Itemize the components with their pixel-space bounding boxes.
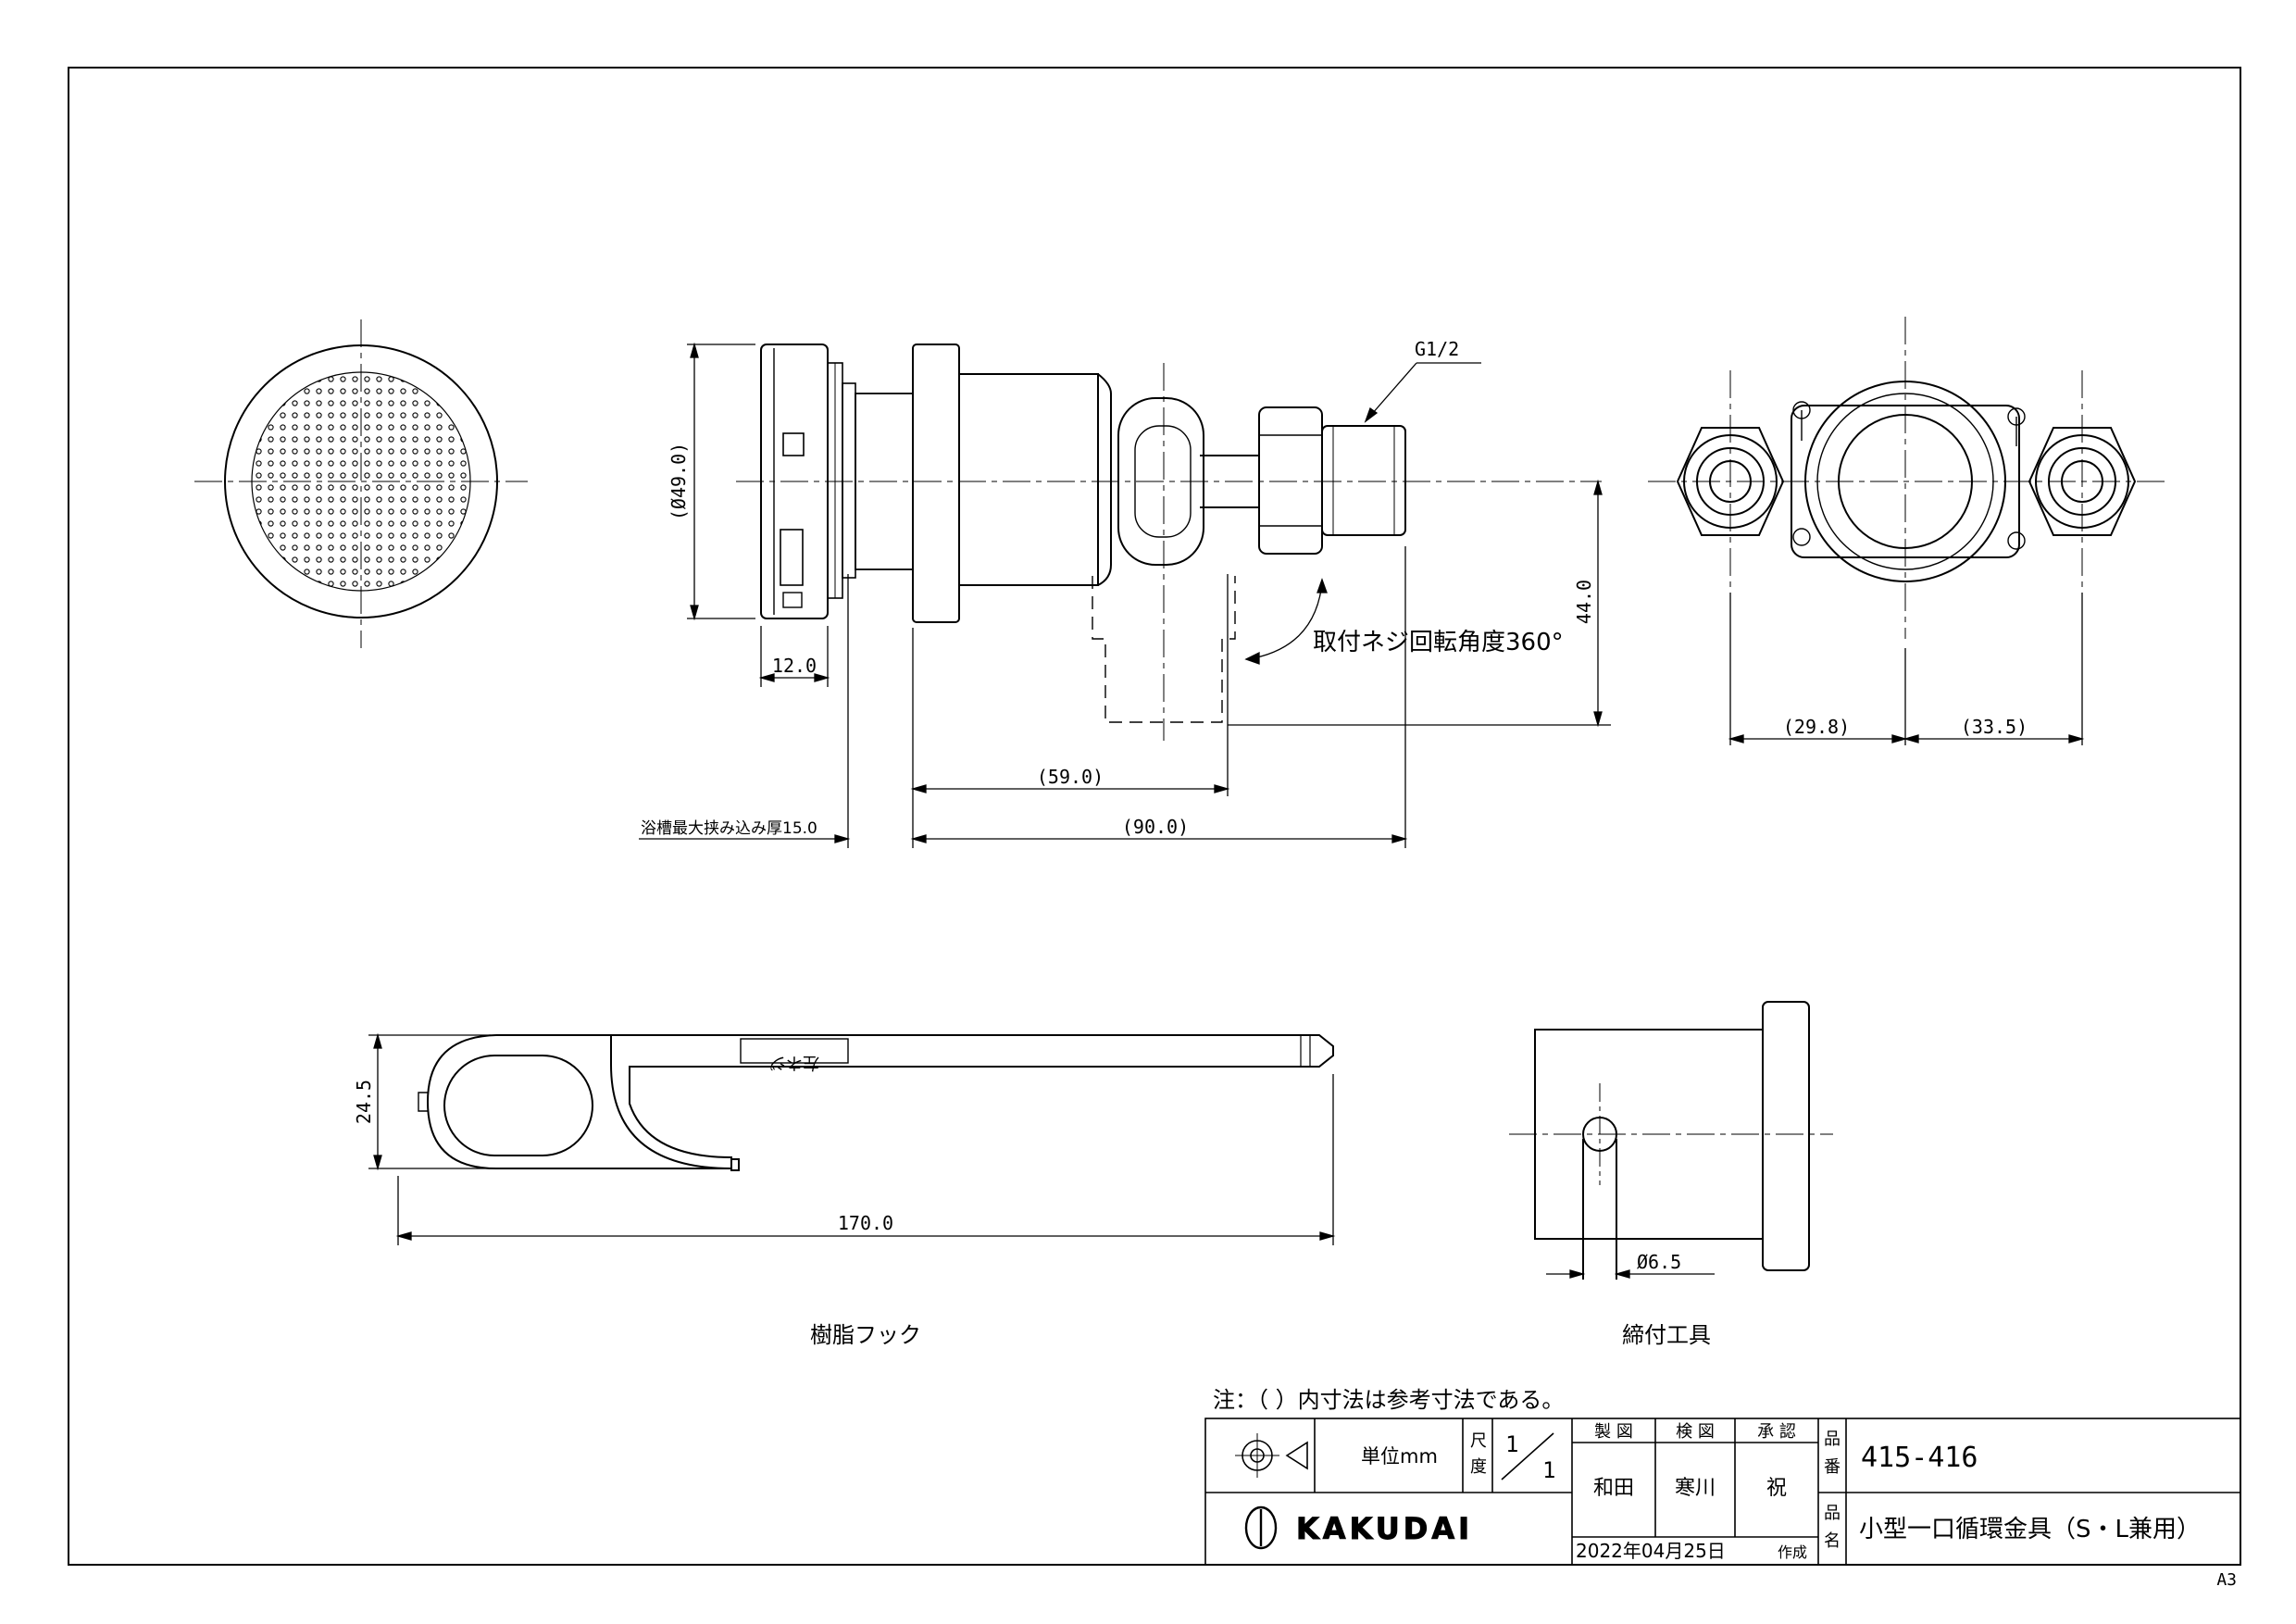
scale-denominator: 1	[1542, 1457, 1555, 1483]
made-by: 和田	[1593, 1477, 1634, 1500]
created-label: 作成	[1778, 1543, 1807, 1561]
part-name: 小型一口循環金具（S・L兼用）	[1859, 1516, 2201, 1543]
part-name-label-2: 名	[1824, 1531, 1841, 1551]
sheet-size: A3	[2216, 1570, 2237, 1590]
dim-rotation-note: 取付ネジ回転角度360°	[1313, 629, 1564, 656]
approved-label: 承 認	[1757, 1422, 1796, 1442]
rear-view-fitting	[1648, 317, 2166, 639]
front-view-strainer	[194, 319, 528, 648]
caption-tightening-tool: 締付工具	[1622, 1322, 1711, 1348]
projection-symbol-icon	[1235, 1433, 1308, 1478]
dim-90: (90.0)	[1122, 816, 1189, 838]
dim-6-5: Ø6.5	[1637, 1251, 1681, 1273]
dim-59: (59.0)	[1037, 766, 1104, 788]
part-no-label-2: 番	[1824, 1457, 1841, 1477]
side-view-fitting	[736, 344, 1602, 741]
dim-170: 170.0	[838, 1212, 893, 1234]
hook-stamp-text: 左ネジ	[769, 1053, 819, 1072]
checked-label: 検 図	[1676, 1422, 1715, 1442]
part-number: 415-416	[1861, 1442, 1978, 1474]
resin-hook-drawing	[418, 1034, 1334, 1171]
dim-bath-thickness: 浴槽最大挟み込み厚15.0	[641, 819, 817, 838]
tightening-tool-drawing	[1509, 1001, 1833, 1280]
dim-44: 44.0	[1573, 580, 1595, 624]
rear-view-dimensions	[1728, 593, 2085, 745]
drawing-date: 2022年04月25日	[1576, 1540, 1726, 1562]
dim-33-5: (33.5)	[1961, 716, 2028, 738]
scale-label-1: 尺	[1470, 1431, 1487, 1451]
title-block	[1204, 1418, 2241, 1566]
dim-24-5: 24.5	[353, 1080, 375, 1124]
sheet-border	[68, 67, 2241, 1566]
tightening-tool-dimensions	[1546, 1269, 1715, 1279]
reference-note: 注：（ ）内寸法は参考寸法である。	[1213, 1387, 1564, 1413]
dim-g-thread: G1/2	[1415, 338, 1459, 360]
side-view-dimensions	[639, 342, 1611, 848]
caption-resin-hook: 樹脂フック	[810, 1322, 921, 1348]
made-label: 製 図	[1594, 1422, 1633, 1442]
checked-by: 寒川	[1675, 1477, 1716, 1500]
part-no-label-1: 品	[1824, 1430, 1841, 1449]
dim-12: 12.0	[772, 655, 817, 677]
resin-hook-dimensions	[368, 1032, 1336, 1245]
dim-29-8: (29.8)	[1783, 716, 1850, 738]
part-name-label-1: 品	[1824, 1504, 1841, 1523]
kakudai-logo-icon	[1244, 1505, 1278, 1550]
scale-label-2: 度	[1470, 1457, 1487, 1477]
unit-label: 単位mm	[1361, 1445, 1438, 1468]
brand-name: KAKUDAI	[1296, 1511, 1473, 1546]
approved-by: 祝	[1766, 1477, 1787, 1500]
dim-diameter-49: (Ø49.0)	[668, 443, 690, 520]
scale-numerator: 1	[1505, 1431, 1518, 1457]
